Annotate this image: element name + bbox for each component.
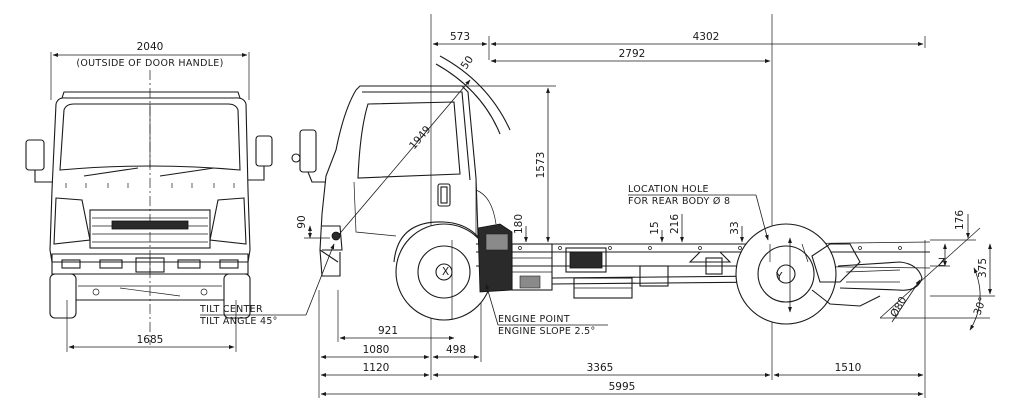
front-view: 2040 (OUTSIDE OF DOOR HANDLE) bbox=[25, 41, 273, 352]
label-x: X bbox=[442, 266, 449, 278]
dim-216: 216 bbox=[669, 214, 681, 234]
dim-1080: 1080 bbox=[363, 344, 390, 356]
dim-30deg: 30° bbox=[972, 295, 990, 317]
side-view: 573 4302 2792 50 1949 1573 bbox=[199, 14, 995, 398]
dim-1573: 1573 bbox=[535, 152, 547, 179]
dim-498: 498 bbox=[446, 344, 466, 356]
front-width-label: 2040 bbox=[137, 41, 164, 53]
dim-3365: 3365 bbox=[587, 362, 614, 374]
front-width-note: (OUTSIDE OF DOOR HANDLE) bbox=[76, 58, 223, 69]
note-engine-slope: ENGINE SLOPE 2.5° bbox=[498, 326, 596, 337]
dim-921: 921 bbox=[378, 325, 398, 337]
dim-5995: 5995 bbox=[609, 381, 636, 393]
note-rear-body: FOR REAR BODY Ø 8 bbox=[628, 196, 730, 207]
dim-1510: 1510 bbox=[835, 362, 862, 374]
dim-4302: 4302 bbox=[693, 31, 720, 43]
dim-2792: 2792 bbox=[619, 48, 646, 60]
dim-573: 573 bbox=[450, 31, 470, 43]
note-location-hole: LOCATION HOLE bbox=[628, 184, 709, 195]
dim-33: 33 bbox=[729, 221, 741, 234]
dim-15: 15 bbox=[649, 221, 661, 234]
label-y: Y bbox=[775, 271, 783, 283]
note-tilt-center: TILT CENTER bbox=[199, 304, 263, 315]
dim-pipe-diameter: Ø80 bbox=[888, 295, 909, 320]
note-engine-point: ENGINE POINT bbox=[498, 314, 570, 325]
dim-375: 375 bbox=[977, 258, 989, 278]
dim-1120: 1120 bbox=[363, 362, 390, 374]
front-track-label: 1685 bbox=[137, 334, 164, 346]
dim-176: 176 bbox=[954, 210, 966, 230]
dim-90: 90 bbox=[296, 215, 308, 228]
dim-180: 180 bbox=[513, 214, 525, 234]
note-tilt-angle: TILT ANGLE 45° bbox=[199, 316, 278, 327]
